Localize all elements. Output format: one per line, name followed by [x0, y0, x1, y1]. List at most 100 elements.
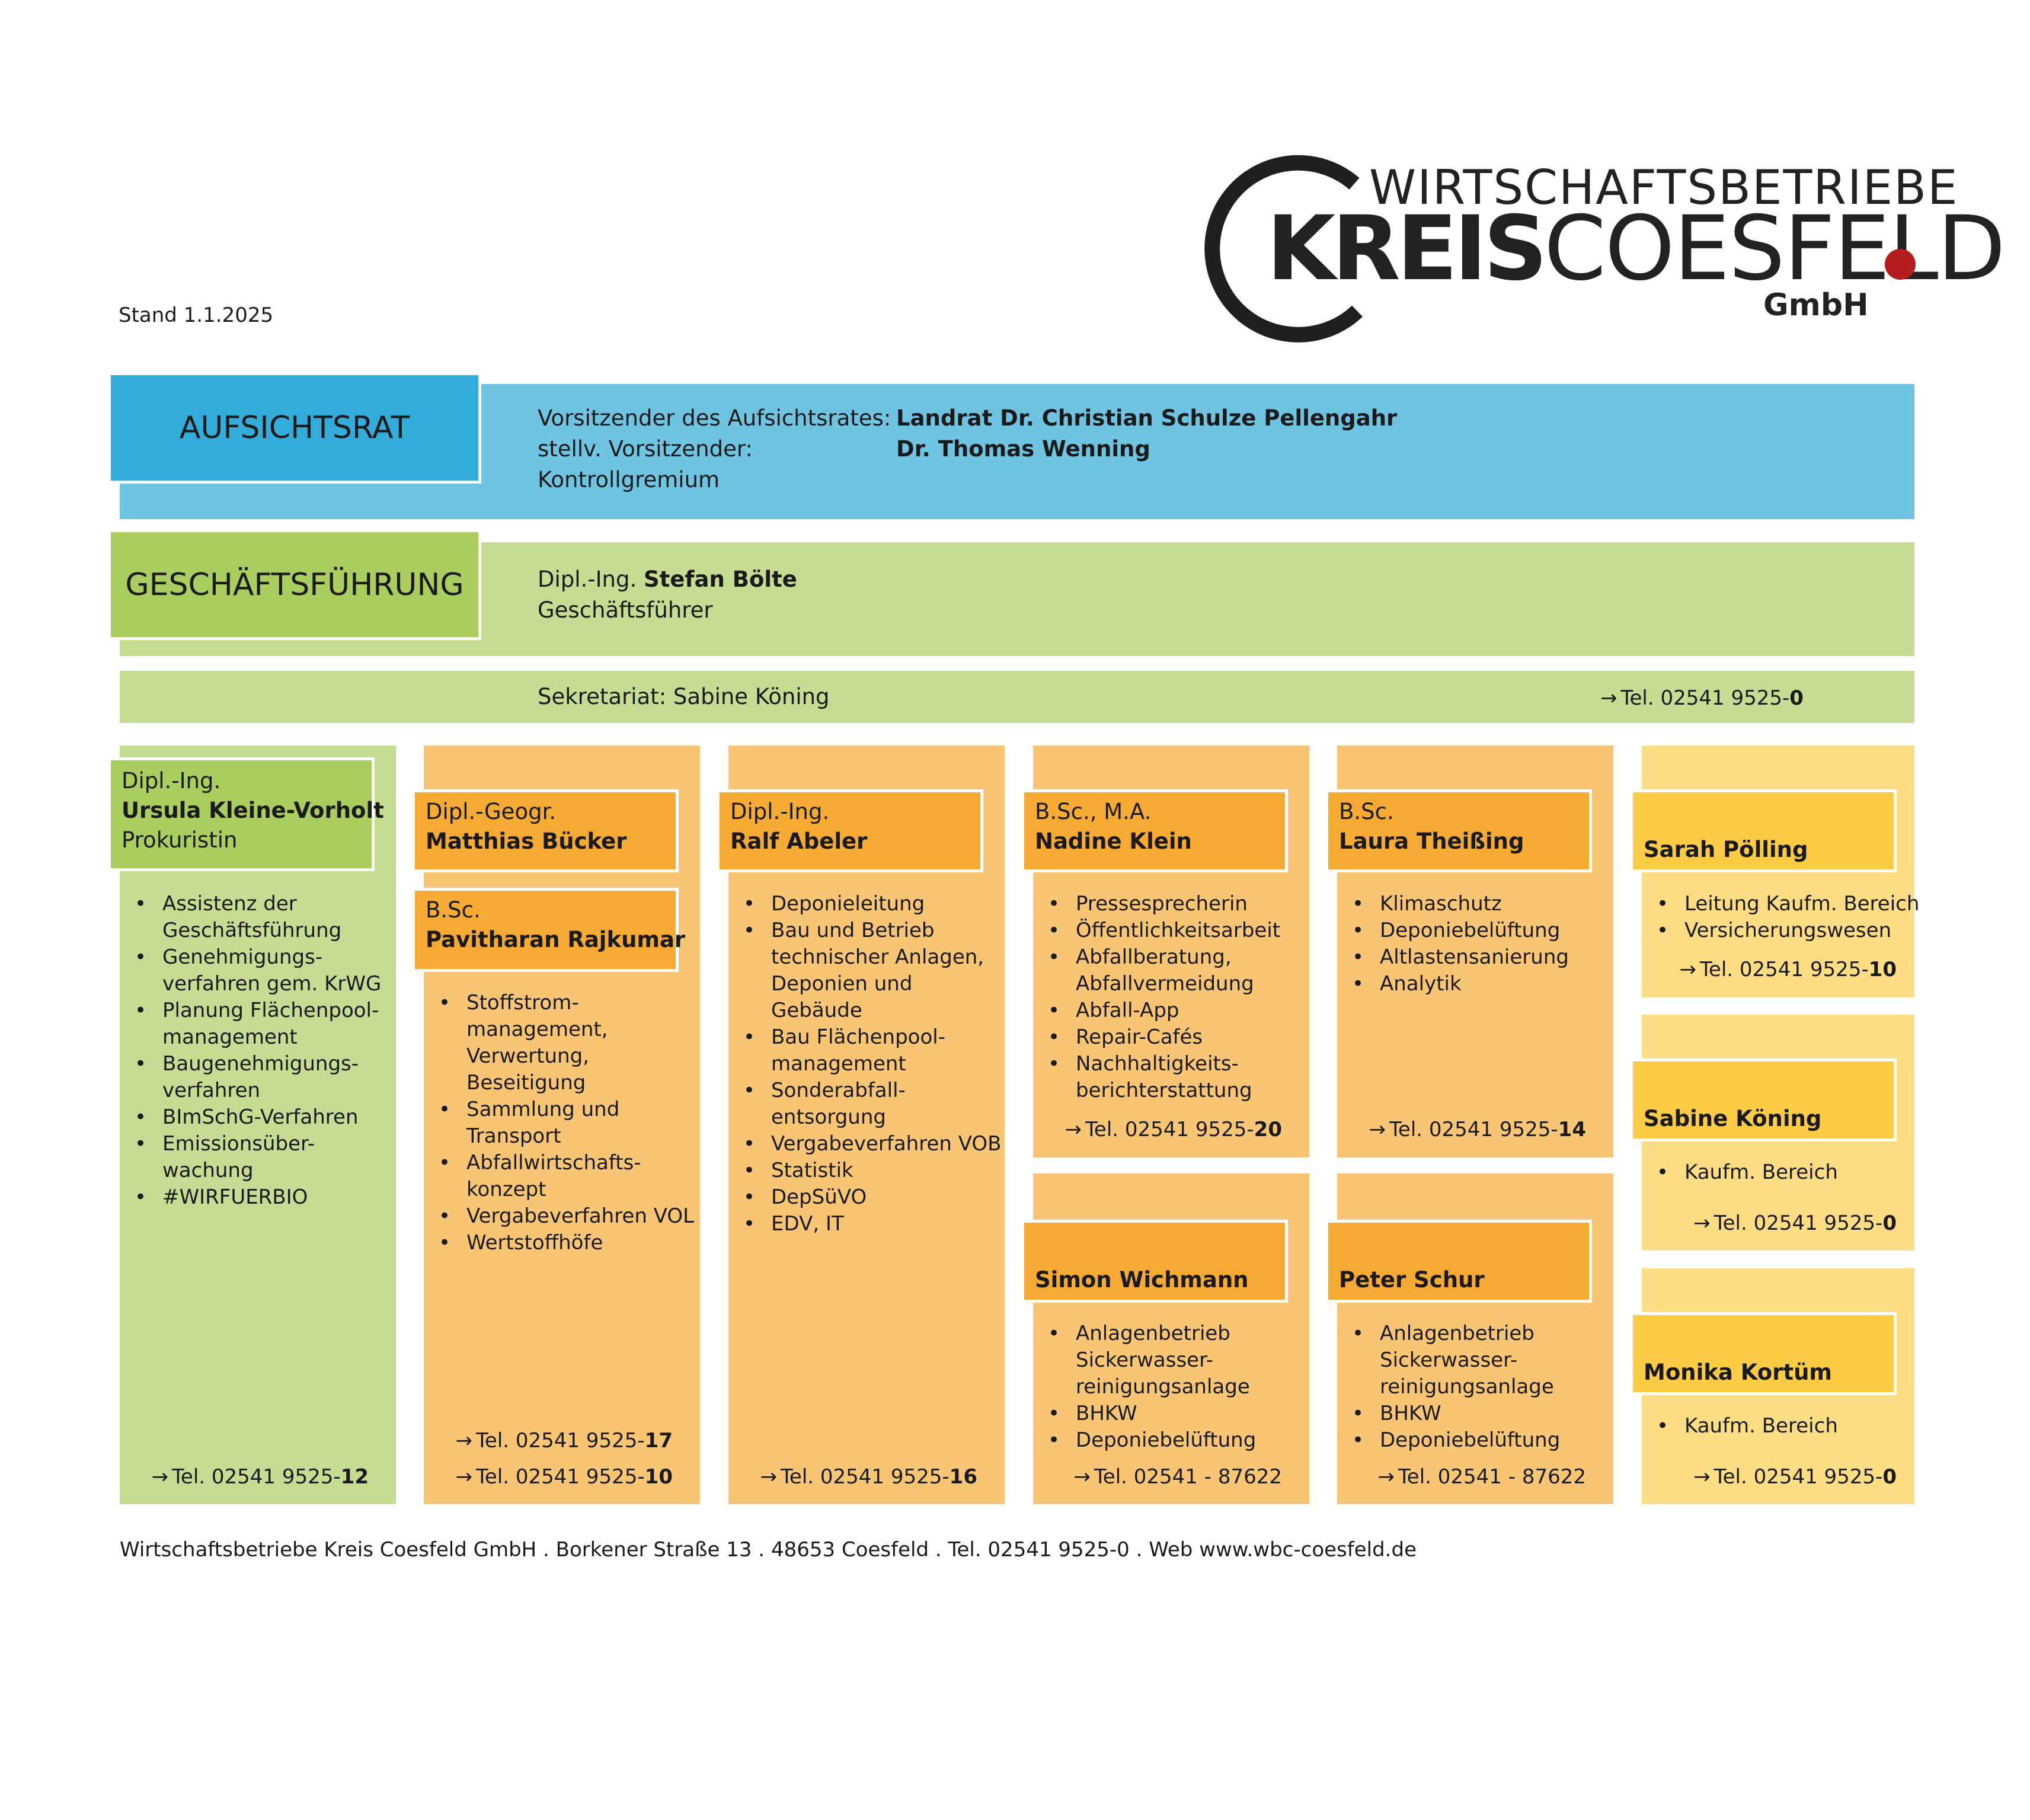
tel-buecker: →Tel. 02541 9525-17	[455, 1429, 673, 1453]
logo-c-arc	[1204, 155, 1363, 343]
name-buecker: Matthias Bücker	[426, 829, 627, 854]
arrow-icon: →	[455, 1429, 472, 1453]
task-item: Repair-Cafés	[1048, 1024, 1309, 1051]
task-item: BHKW	[1352, 1400, 1613, 1427]
task-item: Kaufm. Bereich	[1657, 1159, 1914, 1186]
sekretariat-text: Sekretariat: Sabine Köning	[538, 684, 830, 709]
task-item: Assistenz der	[135, 891, 396, 917]
task-item: Sammlung und	[439, 1096, 700, 1123]
name-kortuem: Monika Kortüm	[1644, 1360, 1832, 1385]
arrow-icon: →	[1679, 958, 1696, 981]
sekretariat-tel: →Tel. 02541 9525-0	[1600, 686, 1804, 710]
task-item: Deponiebelüftung	[1352, 917, 1613, 944]
arrow-icon: →	[760, 1465, 777, 1489]
tel-klein: →Tel. 02541 9525-20	[1064, 1118, 1282, 1141]
task-item: Vergabeverfahren VOL	[439, 1203, 700, 1230]
geschaeftsfuehrer-degree: Dipl.-Ing.	[538, 567, 637, 592]
tel-rajkumar: →Tel. 02541 9525-10	[455, 1465, 673, 1489]
geschaeftsfuehrer-role: Geschäftsführer	[538, 597, 713, 623]
tasks-kortuem: Kaufm. Bereich	[1642, 1413, 1914, 1440]
degree-abeler: Dipl.-Ing.	[730, 799, 830, 824]
header-kortuem: Monika Kortüm	[1630, 1312, 1897, 1395]
tel-theissing: →Tel. 02541 9525-14	[1369, 1118, 1586, 1141]
logo-coesfeld: COESFELD	[1544, 197, 2006, 300]
tel-abeler: →Tel. 02541 9525-16	[760, 1465, 977, 1489]
task-item: DepSüVO	[743, 1184, 1005, 1211]
geschaeftsfuehrer-name: Stefan Bölte	[644, 567, 797, 592]
stellv-vorsitzender-label: stellv. Vorsitzender:	[538, 436, 753, 462]
name-poelling: Sarah Pölling	[1644, 837, 1808, 862]
name-theissing: Laura Theißing	[1339, 829, 1524, 854]
arrow-icon: →	[1693, 1211, 1711, 1235]
role-kleine-vorholt: Prokuristin	[122, 827, 238, 853]
task-item: Öffentlichkeitsarbeit	[1048, 917, 1309, 944]
name-abeler: Ralf Abeler	[730, 829, 868, 854]
degree-buecker: Dipl.-Geogr.	[426, 799, 557, 824]
arrow-icon: →	[1073, 1465, 1091, 1489]
company-logo: WIRTSCHAFTSBETRIEBE KREISCOESFELD GmbH	[1197, 151, 2006, 347]
tel-koening: →Tel. 02541 9525-0	[1693, 1211, 1897, 1235]
kontrollgremium-label: Kontrollgremium	[538, 467, 720, 492]
arrow-icon: →	[1064, 1118, 1082, 1141]
header-kleine-vorholt: Dipl.-Ing. Ursula Kleine-Vorholt Prokuri…	[108, 757, 384, 871]
header-klein: B.Sc., M.A. Nadine Klein	[1021, 789, 1288, 872]
tasks-koening: Kaufm. Bereich	[1642, 1159, 1914, 1186]
task-item: Wertstoffhöfe	[439, 1230, 700, 1256]
header-theissing: B.Sc. Laura Theißing	[1325, 789, 1592, 872]
header-koening: Sabine Köning	[1630, 1058, 1897, 1141]
task-item: Planung Flächenpool-	[135, 997, 396, 1024]
logo-wirtschaftsbetriebe: WIRTSCHAFTSBETRIEBE	[1369, 160, 1959, 215]
task-item: Sickerwasser-	[1380, 1348, 1518, 1372]
task-item: reinigungsanlage	[1076, 1375, 1250, 1399]
arrow-icon: →	[1377, 1465, 1395, 1489]
degree-rajkumar: B.Sc.	[426, 897, 481, 923]
task-item: BHKW	[1048, 1400, 1309, 1427]
task-item: Gebäude	[771, 999, 862, 1022]
task-item: Kaufm. Bereich	[1657, 1413, 1914, 1440]
task-item: Abfallberatung,	[1048, 944, 1309, 971]
task-item: Deponieleitung	[743, 891, 1005, 917]
arrow-icon: →	[1369, 1118, 1386, 1141]
header-wichmann: Simon Wichmann	[1021, 1220, 1288, 1303]
header-abeler: Dipl.-Ing. Ralf Abeler	[717, 789, 983, 872]
tasks-schur: AnlagenbetriebSickerwasser-reinigungsanl…	[1337, 1320, 1613, 1454]
tasks-wichmann: AnlagenbetriebSickerwasser-reinigungsanl…	[1033, 1320, 1309, 1454]
task-item: Baugenehmigungs-	[135, 1051, 396, 1077]
task-item: verfahren	[162, 1079, 261, 1102]
tasks-abeler: DeponieleitungBau und Betriebtechnischer…	[728, 891, 1005, 1237]
task-item: Analytik	[1352, 971, 1613, 997]
aufsichtsrat-title: AUFSICHTSRAT	[108, 372, 481, 484]
task-item: Emissionsüber-	[135, 1131, 396, 1157]
task-item: BImSchG-Verfahren	[135, 1104, 396, 1131]
tel-poelling: →Tel. 02541 9525-10	[1679, 958, 1897, 981]
task-item: #WIRFUERBIO	[135, 1184, 396, 1211]
name-klein: Nadine Klein	[1035, 829, 1192, 854]
task-item: technischer Anlagen,	[771, 945, 984, 969]
task-item: EDV, IT	[743, 1211, 1005, 1237]
geschaeftsfuehrung-title: GESCHÄFTSFÜHRUNG	[108, 529, 481, 640]
task-item: Abfallvermeidung	[1076, 972, 1254, 996]
arrow-icon: →	[1693, 1465, 1711, 1489]
geschaeftsfuehrer-info: Dipl.-Ing. Stefan Bölte Geschäftsführer	[538, 564, 797, 626]
task-item: Abfall-App	[1048, 997, 1309, 1024]
task-item: management	[771, 1052, 906, 1076]
task-item: Verwertung,	[466, 1044, 590, 1068]
geschaeftsfuehrer-line: Dipl.-Ing. Stefan Bölte	[538, 564, 797, 595]
task-item: reinigungsanlage	[1380, 1375, 1554, 1399]
task-item: Bau und Betrieb	[743, 917, 1005, 944]
task-item: Transport	[466, 1124, 561, 1148]
task-item: wachung	[162, 1159, 254, 1182]
name-wichmann: Simon Wichmann	[1035, 1267, 1249, 1293]
logo-kreis: KREIS	[1267, 197, 1548, 300]
stand-date: Stand 1.1.2025	[119, 303, 274, 327]
arrow-icon: →	[151, 1465, 168, 1489]
sekretariat-band	[120, 671, 1914, 723]
task-item: Nachhaltigkeits-	[1048, 1051, 1309, 1077]
degree-theissing: B.Sc.	[1339, 799, 1394, 824]
tel-kleine-vorholt: →Tel. 02541 9525-12	[151, 1465, 369, 1489]
tel-kortuem: →Tel. 02541 9525-0	[1693, 1465, 1897, 1489]
tel-schur: →Tel. 02541 - 87622	[1377, 1465, 1586, 1489]
task-item: Klimaschutz	[1352, 891, 1613, 917]
header-schur: Peter Schur	[1325, 1220, 1592, 1303]
task-item: Beseitigung	[466, 1071, 586, 1095]
